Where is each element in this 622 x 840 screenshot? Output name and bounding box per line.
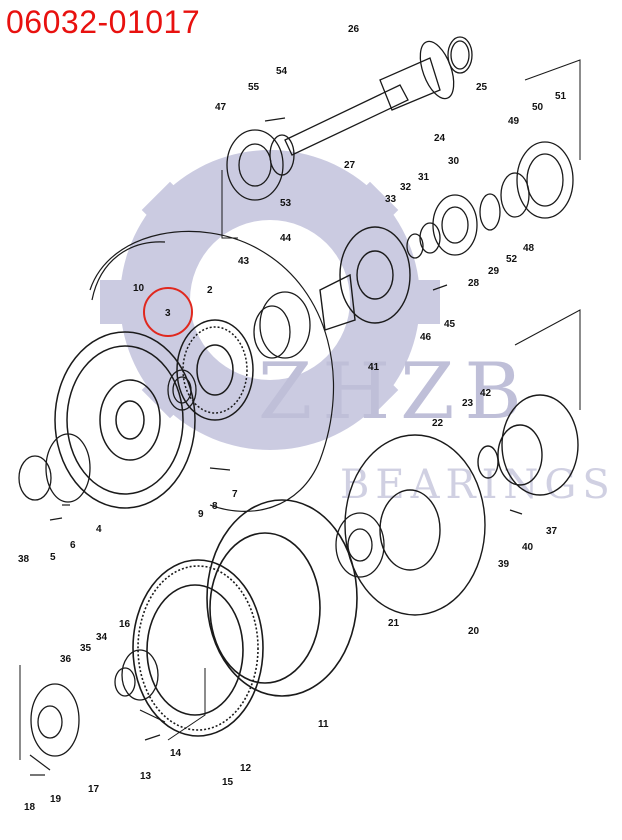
callout-6: 6 bbox=[70, 540, 76, 551]
callout-13: 13 bbox=[140, 771, 152, 782]
callout-20: 20 bbox=[468, 626, 480, 637]
callout-16: 16 bbox=[119, 619, 131, 630]
callout-55: 55 bbox=[248, 82, 260, 93]
callout-35: 35 bbox=[80, 643, 92, 654]
callout-26: 26 bbox=[348, 24, 360, 35]
part-case-11 bbox=[206, 499, 358, 697]
callout-22: 22 bbox=[432, 418, 444, 429]
part-bearing-30 bbox=[406, 194, 478, 259]
callout-18: 18 bbox=[24, 802, 36, 813]
callout-34: 34 bbox=[96, 632, 108, 643]
callout-28: 28 bbox=[468, 278, 480, 289]
callout-37: 37 bbox=[546, 526, 558, 537]
callout-10: 10 bbox=[133, 283, 145, 294]
callout-32: 32 bbox=[400, 182, 412, 193]
callout-14: 14 bbox=[170, 748, 182, 759]
callout-50: 50 bbox=[532, 102, 544, 113]
watermark: ZHZB BEARINGS bbox=[100, 150, 616, 508]
transmission-housing bbox=[89, 230, 335, 512]
part-retainer-48 bbox=[479, 141, 574, 231]
callout-39: 39 bbox=[498, 559, 510, 570]
part-impeller-37 bbox=[477, 394, 579, 496]
callout-43: 43 bbox=[238, 256, 250, 267]
part-cover-17 bbox=[30, 683, 80, 757]
callout-44: 44 bbox=[280, 233, 292, 244]
callout-5: 5 bbox=[50, 552, 56, 563]
part-gear-2 bbox=[176, 319, 254, 421]
small-bolts bbox=[29, 117, 523, 776]
highlight-circle bbox=[143, 287, 193, 337]
callout-24: 24 bbox=[434, 133, 446, 144]
callout-15: 15 bbox=[222, 777, 234, 788]
callout-19: 19 bbox=[50, 794, 62, 805]
callout-42: 42 bbox=[480, 388, 492, 399]
part-flange-41 bbox=[319, 226, 411, 331]
callout-4: 4 bbox=[96, 524, 102, 535]
callout-51: 51 bbox=[555, 91, 567, 102]
part-hub-38 bbox=[18, 433, 91, 503]
callout-1: 11 bbox=[318, 719, 329, 730]
callout-30: 30 bbox=[448, 156, 460, 167]
callout-47: 47 bbox=[215, 102, 227, 113]
callout-8: 8 bbox=[212, 501, 218, 512]
part-disc-20 bbox=[344, 434, 486, 616]
callout-38: 38 bbox=[18, 554, 30, 565]
callout-33: 33 bbox=[385, 194, 397, 205]
watermark-text: ZHZB bbox=[258, 347, 532, 437]
callout-46: 46 bbox=[420, 332, 432, 343]
callout-27: 27 bbox=[344, 160, 356, 171]
part-oring-44 bbox=[253, 291, 311, 359]
part-turbine-4 bbox=[54, 331, 196, 509]
callout-23: 23 bbox=[462, 398, 474, 409]
callout-36: 36 bbox=[60, 654, 72, 665]
callout-41: 41 bbox=[368, 362, 380, 373]
leader-lines bbox=[19, 59, 581, 760]
callout-21: 21 bbox=[388, 618, 400, 629]
part-ring-gear-12 bbox=[132, 559, 264, 737]
callout-48: 48 bbox=[523, 243, 535, 254]
callout-12: 12 bbox=[240, 763, 252, 774]
callout-49: 49 bbox=[508, 116, 520, 127]
callout-labels: 11 2 3 4 5 6 7 8 9 10 12 13 14 15 16 17 … bbox=[18, 24, 567, 813]
callout-25: 25 bbox=[476, 82, 488, 93]
part-cover-47 bbox=[226, 129, 295, 201]
callout-3: 3 bbox=[165, 308, 171, 319]
callout-52: 52 bbox=[506, 254, 518, 265]
callout-53: 53 bbox=[280, 198, 292, 209]
callout-40: 40 bbox=[522, 542, 534, 553]
part-seal-25 bbox=[447, 36, 473, 74]
callout-7: 7 bbox=[232, 489, 238, 500]
callout-2: 2 bbox=[207, 285, 213, 296]
part-number-title: 06032-01017 bbox=[6, 4, 201, 40]
callout-31: 31 bbox=[418, 172, 430, 183]
part-hub-16 bbox=[114, 649, 159, 701]
callout-54: 54 bbox=[276, 66, 288, 77]
watermark-subtext: BEARINGS bbox=[340, 462, 616, 508]
callout-45: 45 bbox=[444, 319, 456, 330]
callout-9: 9 bbox=[198, 509, 204, 520]
part-hub-21 bbox=[335, 512, 385, 578]
callout-17: 17 bbox=[88, 784, 100, 795]
callout-29: 29 bbox=[488, 266, 500, 277]
